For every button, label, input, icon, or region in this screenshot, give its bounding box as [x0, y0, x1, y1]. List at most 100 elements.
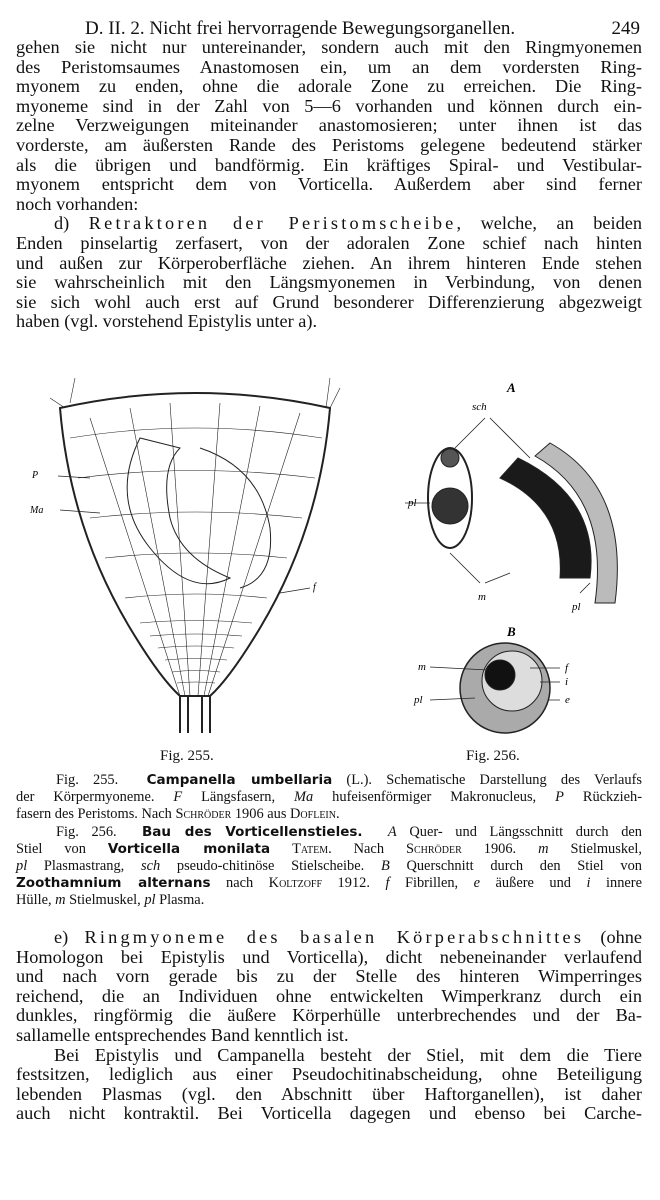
- abbr: m: [538, 840, 549, 857]
- text-line: festsitzen, lediglich aus einer Pseudoch…: [16, 1064, 642, 1085]
- text: , welche, an beiden: [456, 213, 643, 234]
- text-line: sallamelle entsprechendes Band kenntlich…: [16, 1024, 349, 1045]
- text: Rückzieh-: [563, 789, 642, 806]
- figure-marker-pl-b: pl: [413, 694, 423, 706]
- caption-fig-number: Fig. 255.: [56, 772, 119, 788]
- list-marker: e): [54, 927, 85, 947]
- text-line: zelne Verzweigungen miteinander anastomo…: [16, 115, 642, 136]
- list-marker: d): [54, 213, 89, 234]
- caption-256-line: Hülle, m Stielmuskel, pl Plasma.: [16, 892, 642, 909]
- text: pseudo-chitinöse Stielscheibe.: [160, 857, 381, 874]
- text: 1906.: [461, 840, 539, 857]
- text: (L.). Schematische Darstellung des Verla…: [332, 772, 642, 788]
- taxon-name: Vorticella monilata: [107, 840, 271, 857]
- caption-255-line: Fig. 255. Campanella umbellaria (L.). Sc…: [16, 772, 642, 789]
- text-line: auch nicht kontraktil. Bei Vorticella da…: [16, 1103, 642, 1124]
- text: nach: [210, 875, 269, 892]
- figure-marker-P: P: [31, 470, 38, 481]
- abbr: e: [473, 875, 481, 892]
- text: Plasmastrang,: [27, 857, 141, 874]
- abbr: Ma: [294, 789, 314, 806]
- page-number: 249: [611, 18, 641, 39]
- text: Hülle,: [16, 892, 56, 909]
- text: .: [335, 806, 340, 823]
- author: Doflein: [290, 806, 336, 823]
- abbr: i: [586, 875, 591, 892]
- header-title: D. II. 2. Nicht frei hervorragende Beweg…: [85, 18, 516, 39]
- abbr: m: [55, 892, 66, 909]
- text-line: sie sich wohl auch erst auf Grund besond…: [16, 291, 642, 312]
- figure-255-label: Fig. 255.: [160, 748, 214, 764]
- running-header: D. II. 2. Nicht frei hervorragende Beweg…: [0, 18, 660, 42]
- text: Fibrillen,: [389, 875, 474, 892]
- text-line: noch vorhanden:: [16, 193, 139, 214]
- spaced-heading: Retraktoren der Peristomscheibe: [88, 213, 457, 234]
- abbr: A: [387, 823, 397, 840]
- text-line: als die übrigen und bandförmig. Ein kräf…: [16, 154, 642, 175]
- text-line: myonem entspricht dem von Vorticella. Au…: [16, 174, 642, 195]
- paragraph-body-bottom: e) Ringmyoneme des basalen Körperabschni…: [16, 927, 642, 1124]
- taxon-name: Campanella umbellaria: [146, 772, 333, 788]
- caption-255-line: der Körpermyoneme. F Längsfasern, Ma huf…: [16, 789, 642, 806]
- author: Koltzoff: [268, 875, 323, 892]
- paragraph-body-top: gehen sie nicht nur untereinander, sonde…: [16, 37, 642, 332]
- panel-label-B: B: [506, 624, 516, 639]
- abbr: P: [555, 789, 564, 806]
- author: Schröder: [175, 806, 232, 823]
- abbr: pl: [144, 892, 156, 909]
- figure-255-campanella-drawing: P Ma f: [30, 378, 341, 733]
- text-line: myonem zu enden, ohne die adorale Zone z…: [16, 76, 642, 97]
- text-line: des Peristomsaumes Anastomosen ein, um a…: [16, 56, 642, 77]
- caption-256-line: pl Plasmastrang, sch pseudo-chitinöse St…: [16, 858, 642, 875]
- text: der Körpermyoneme.: [16, 789, 174, 806]
- taxon-name: Zoothamnium alternans: [16, 875, 211, 892]
- text-line: haben (vgl. vorstehend Epistylis unter a…: [16, 311, 318, 332]
- figure-marker-f: f: [313, 582, 317, 593]
- figure-marker-pl-2: pl: [571, 601, 581, 613]
- text: fasern des Peristoms. Nach: [16, 806, 176, 823]
- text-line: Bei Epistylis und Campanella besteht der…: [54, 1044, 642, 1065]
- figure-256-label: Fig. 256.: [466, 748, 520, 764]
- text: Stielmuskel,: [548, 840, 643, 857]
- figure-marker-m-b: m: [418, 661, 426, 673]
- text: Querschnitt durch den Stiel von: [389, 857, 642, 874]
- figure-256-stalk-drawing: A sch pl m pl B m pl f i e: [405, 380, 618, 734]
- figure-marker-pl: pl: [407, 497, 417, 509]
- paragraph-e-first-line: e) Ringmyoneme des basalen Körperabschni…: [16, 927, 642, 948]
- figure-marker-m: m: [478, 591, 486, 603]
- figure-captions: Fig. 255. Campanella umbellaria (L.). Sc…: [16, 772, 642, 910]
- abbr: F: [173, 789, 183, 806]
- figure-marker-e-b: e: [565, 694, 570, 706]
- text: hufeisenförmiger Makronucleus,: [313, 789, 556, 806]
- text-line: gehen sie nicht nur untereinander, sonde…: [16, 37, 642, 57]
- text-line: reichend, die an Individuen ohne entwick…: [16, 985, 642, 1006]
- caption-256-line: Stiel von Vorticella monilata Tatem. Nac…: [16, 841, 642, 858]
- text: 1906 aus: [231, 806, 291, 823]
- text: Stielmuskel,: [65, 892, 145, 909]
- caption-255-line: fasern des Peristoms. Nach Schröder 1906…: [16, 806, 642, 823]
- author: Tatem: [292, 840, 329, 857]
- caption-256-line: Fig. 256. Bau des Vorticellenstieles. A …: [16, 824, 642, 841]
- text-line: Homologon bei Epistylis und Vorticella),…: [16, 946, 642, 967]
- text: Stiel von: [16, 840, 108, 857]
- abbr: pl: [16, 857, 28, 874]
- text: (ohne: [584, 927, 642, 947]
- text: äußere und: [480, 875, 587, 892]
- abbr: B: [380, 857, 390, 874]
- paragraph-d-first-line: d) Retraktoren der Peristomscheibe, welc…: [16, 214, 642, 234]
- text-line: und außen zur Körperoberfläche ziehen. A…: [16, 252, 642, 273]
- text: . Nach: [328, 840, 406, 857]
- author: Schröder: [405, 840, 462, 857]
- figure-marker-Ma: Ma: [30, 505, 43, 516]
- text-line: vorderste, am äußersten Rande des Perist…: [16, 134, 642, 155]
- text-line: myoneme sind in der Zahl von 5—6 vorhand…: [16, 95, 642, 116]
- text: Längsfasern,: [182, 789, 295, 806]
- text: Plasma.: [155, 892, 205, 909]
- figure-marker-sch: sch: [472, 401, 487, 413]
- spaced-heading: Ringmyoneme des basalen Körperabschnitte…: [84, 927, 585, 947]
- caption-title: Bau des Vorticellenstieles.: [142, 823, 363, 840]
- abbr: f: [385, 875, 390, 892]
- figure-marker-f-b: f: [565, 662, 570, 674]
- text: innere: [590, 875, 642, 892]
- text-line: Enden pinselartig zerfasert, von der ado…: [16, 232, 642, 253]
